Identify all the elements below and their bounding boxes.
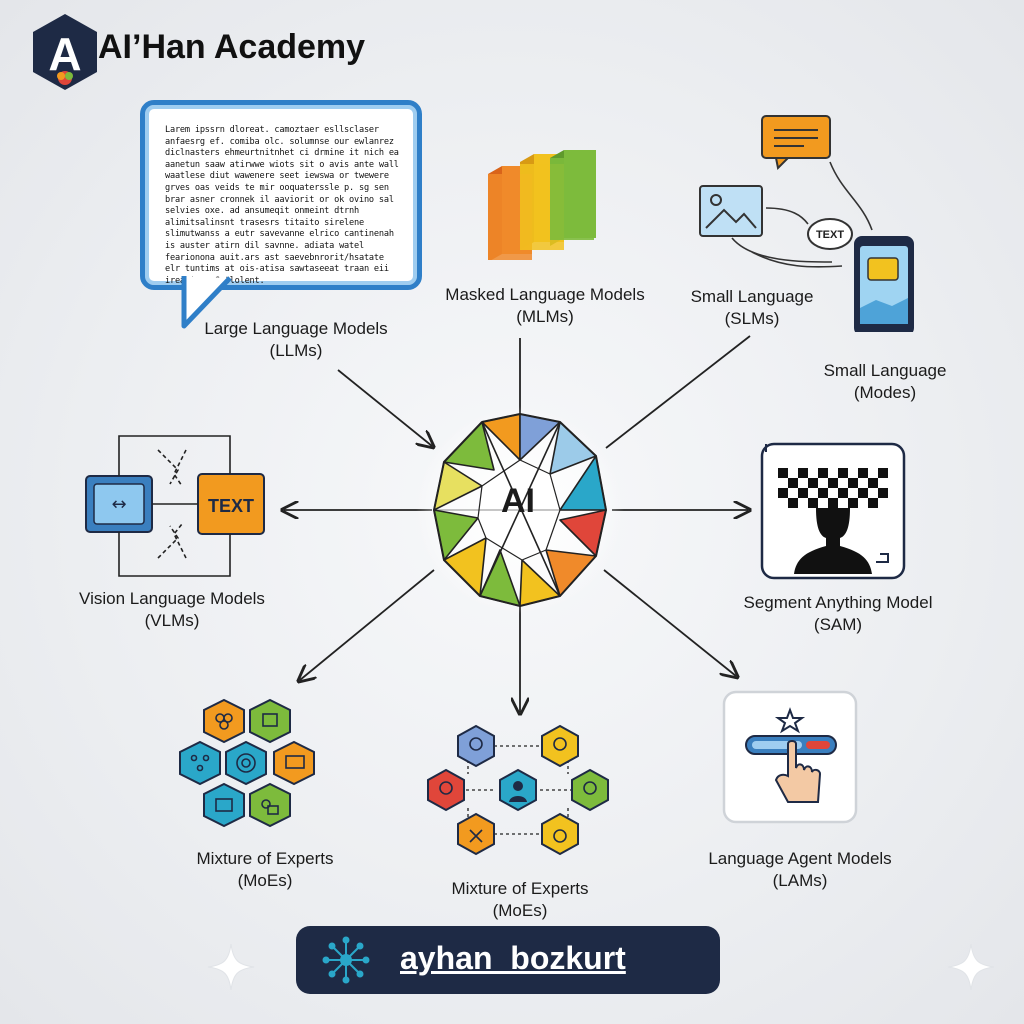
slm-label-bottom: Small Language (Modes) — [800, 360, 970, 404]
slm-top-name: Small Language — [690, 287, 814, 306]
speech-tail — [181, 276, 232, 329]
slm-diagram-icon: TEXT — [699, 115, 914, 332]
pointing-hand-icon — [774, 740, 822, 803]
moe-honeycomb-icon-left — [179, 698, 315, 828]
vlm-text-box-label: TEXT — [208, 496, 254, 516]
vlm-label: Vision Language Models (VLMs) — [62, 588, 282, 632]
slm-bottom-name: Small Language — [823, 361, 947, 380]
footer-handle-bar[interactable]: ayhan_bozkurt — [296, 926, 720, 994]
sam-segmentation-icon — [760, 442, 906, 580]
lam-label: Language Agent Models (LAMs) — [690, 848, 910, 892]
brand-title: AI’Han Academy — [98, 28, 366, 66]
network-node-icon — [322, 936, 370, 984]
vlm-label-abbr: (VLMs) — [144, 611, 200, 630]
sam-label: Segment Anything Model (SAM) — [718, 592, 958, 636]
moe-center-label: Mixture of Experts (MoEs) — [410, 878, 630, 922]
lam-agent-icon — [722, 690, 858, 824]
ai-core-label: AI — [501, 482, 535, 520]
slm-bottom-abbr: (Modes) — [853, 383, 917, 402]
moe-left-abbr: (MoEs) — [237, 871, 293, 890]
mlm-label-name: Masked Language Models — [445, 285, 645, 304]
lam-label-name: Language Agent Models — [708, 849, 892, 868]
mlm-label: Masked Language Models (MLMs) — [430, 284, 660, 328]
lam-label-abbr: (LAMs) — [772, 871, 828, 890]
arrow-slm — [605, 335, 751, 449]
arrow-llm — [337, 369, 432, 446]
vlm-label-name: Vision Language Models — [79, 589, 265, 608]
mlm-label-abbr: (MLMs) — [516, 307, 574, 326]
slm-text-bubble: TEXT — [816, 229, 844, 241]
ai-core-icon — [416, 406, 624, 614]
footer-handle-link[interactable]: ayhan_bozkurt — [400, 940, 626, 976]
arrow-moe1 — [300, 569, 435, 680]
sparkle-icon-right — [947, 943, 995, 991]
llm-label-name: Large Language Models — [204, 319, 388, 338]
moe-left-label: Mixture of Experts (MoEs) — [150, 848, 380, 892]
slm-top-abbr: (SLMs) — [724, 309, 780, 328]
arrow-lam — [603, 569, 736, 676]
llm-speech-text: Larem ipssrn dloreat. camoztaer esllscla… — [165, 125, 399, 286]
vlm-diagram-icon: ↔ TEXT — [85, 435, 265, 577]
mlm-books-icon — [488, 150, 596, 260]
brand-logo: A — [30, 12, 100, 92]
vlm-arrows-glyph: ↔ — [111, 494, 126, 515]
moe-center-abbr: (MoEs) — [492, 901, 548, 920]
llm-label-abbr: (LLMs) — [269, 341, 323, 360]
sam-label-name: Segment Anything Model — [743, 593, 933, 612]
sparkle-icon-left — [207, 943, 255, 991]
image-icon — [699, 185, 763, 237]
sam-label-abbr: (SAM) — [813, 615, 863, 634]
moe-left-name: Mixture of Experts — [196, 849, 334, 868]
slm-label-top: Small Language (SLMs) — [662, 286, 842, 330]
moe-network-icon-center — [427, 724, 609, 856]
llm-speech-bubble: Larem ipssrn dloreat. camoztaer esllscla… — [140, 100, 422, 290]
llm-label: Large Language Models (LLMs) — [176, 318, 416, 362]
moe-center-name: Mixture of Experts — [451, 879, 589, 898]
